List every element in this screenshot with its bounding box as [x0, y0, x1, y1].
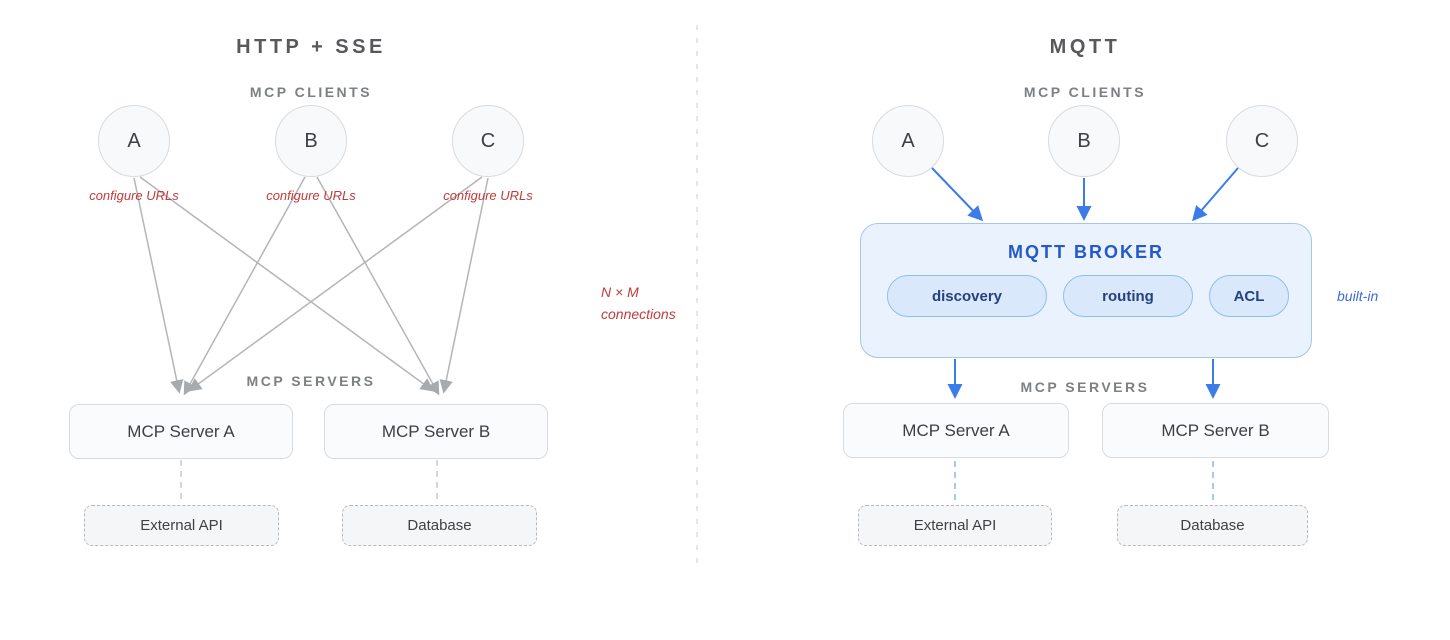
- nxm-annotation-line2: connections: [601, 306, 676, 322]
- right-server-b-box: MCP Server B: [1102, 403, 1329, 458]
- right-client-a-letter: A: [901, 129, 915, 152]
- right-client-c-letter: C: [1254, 129, 1270, 152]
- arrow-clientB-serverB: [316, 176, 440, 396]
- right-client-circle-a: A: [872, 105, 944, 177]
- built-in-annotation: built-in: [1337, 288, 1379, 304]
- right-database-box: Database: [1117, 505, 1308, 546]
- right-servers-label: MCP SERVERS: [1020, 379, 1150, 395]
- right-client-circle-b: B: [1048, 105, 1120, 177]
- left-note-configure-urls-a: configure URLs: [89, 188, 179, 203]
- right-panel-title: MQTT: [1049, 36, 1121, 58]
- right-client-circle-c: C: [1226, 105, 1298, 177]
- broker-feature-acl: ACL: [1209, 275, 1289, 317]
- arrow-clientC-serverB: [439, 177, 489, 394]
- right-clients-label: MCP CLIENTS: [1023, 84, 1147, 100]
- arrow-clientA-serverB: [139, 176, 435, 392]
- left-note-configure-urls-b: configure URLs: [266, 188, 356, 203]
- arrow-clientC-serverA: [187, 176, 483, 392]
- left-external-api-box: External API: [84, 505, 279, 546]
- left-client-c-letter: C: [480, 129, 496, 152]
- arrow-clientB-serverA: [183, 176, 306, 396]
- left-server-b-box: MCP Server B: [324, 404, 548, 459]
- right-server-a-box: MCP Server A: [843, 403, 1069, 458]
- right-client-b-letter: B: [1077, 129, 1091, 152]
- left-client-b-letter: B: [304, 129, 318, 152]
- right-external-api-box: External API: [858, 505, 1052, 546]
- left-servers-label: MCP SERVERS: [246, 373, 376, 389]
- broker-feature-routing: routing: [1063, 275, 1193, 317]
- left-server-a-box: MCP Server A: [69, 404, 293, 459]
- mqtt-broker-title: MQTT BROKER: [1008, 242, 1164, 262]
- left-panel-title: HTTP + SSE: [236, 36, 386, 58]
- left-client-circle-c: C: [452, 105, 524, 177]
- left-client-circle-a: A: [98, 105, 170, 177]
- left-clients-label: MCP CLIENTS: [249, 84, 373, 100]
- broker-feature-discovery: discovery: [887, 275, 1047, 317]
- left-client-circle-b: B: [275, 105, 347, 177]
- left-database-box: Database: [342, 505, 537, 546]
- arrow-clientC-broker: [1192, 167, 1239, 222]
- nxm-connections-annotation: N × M connections: [601, 281, 676, 325]
- nxm-annotation-line1: N × M: [601, 284, 639, 300]
- left-client-a-letter: A: [127, 129, 141, 152]
- arrow-clientA-serverA: [133, 177, 184, 394]
- arrow-clientA-broker: [931, 167, 984, 222]
- mqtt-broker-box: MQTT BROKER discovery routing ACL: [860, 223, 1312, 358]
- left-note-configure-urls-c: configure URLs: [443, 188, 533, 203]
